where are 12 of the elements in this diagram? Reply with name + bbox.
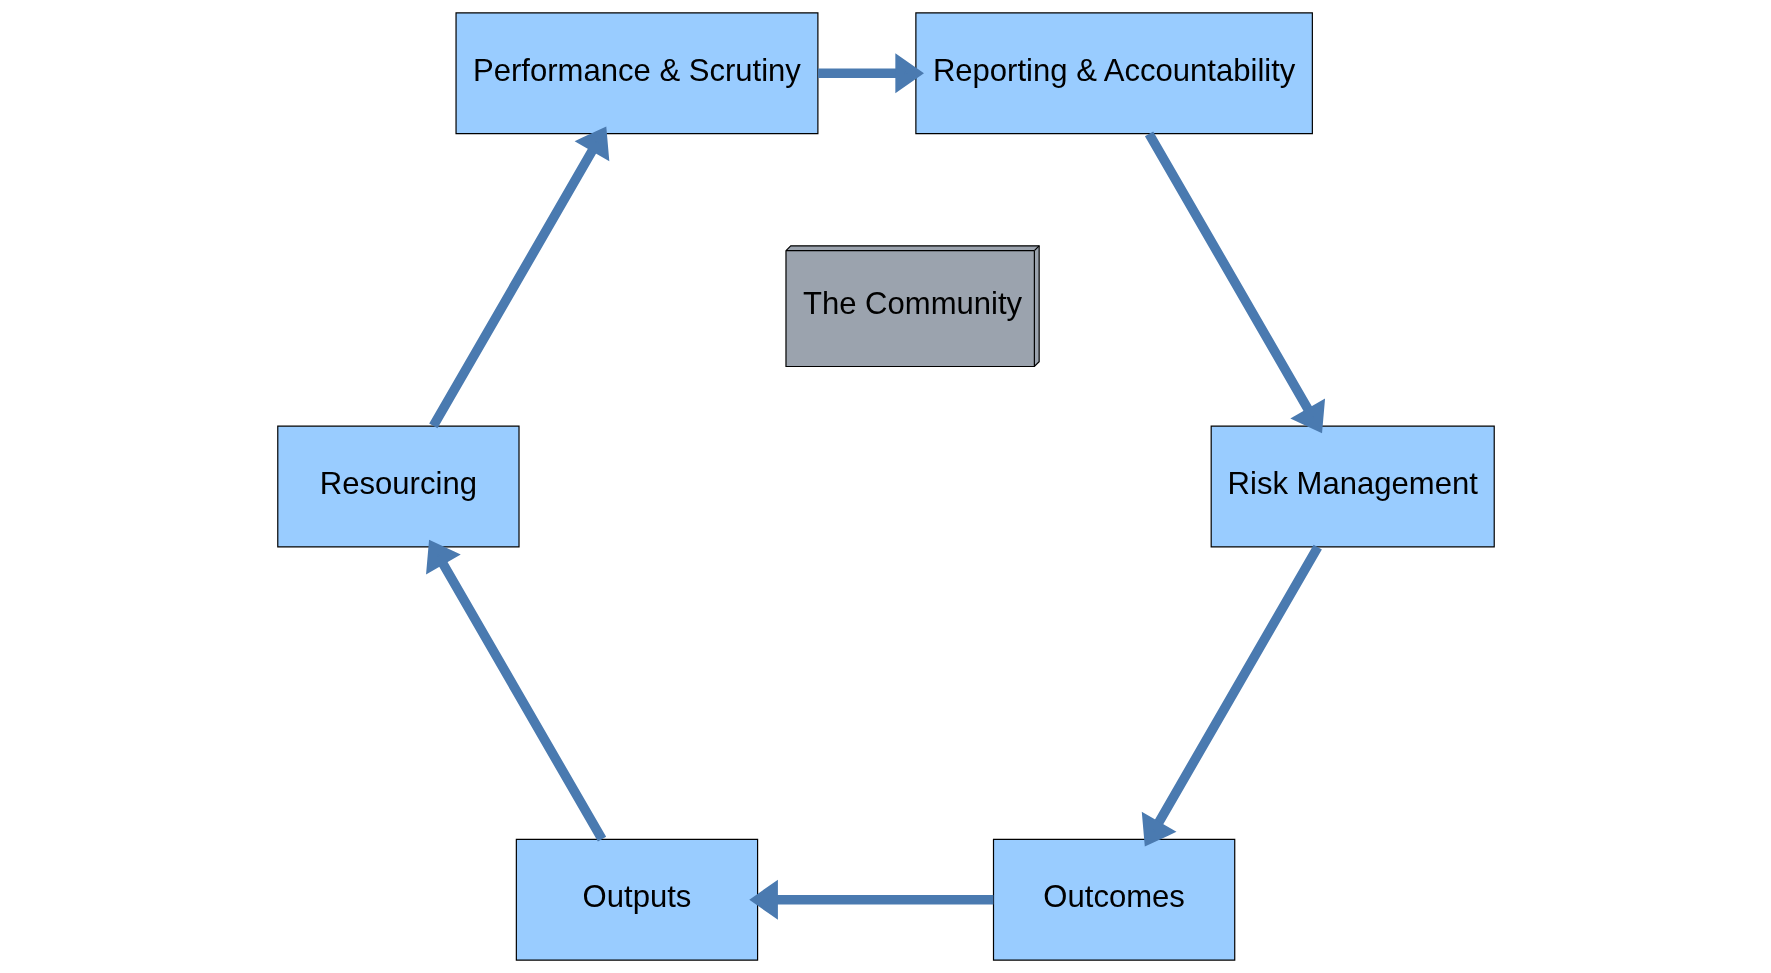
arrow [425,539,606,842]
node-box: Reporting & Accountability [914,12,1313,135]
arrow [748,879,993,920]
arrow [1141,544,1322,847]
arrow [428,126,609,429]
node-box: Resourcing [276,425,520,548]
arrow [1144,131,1325,434]
node-box: Risk Management [1210,425,1495,548]
node-box: Outcomes [992,838,1235,961]
node-box: Outputs [515,838,758,961]
node-box: Performance & Scrutiny [454,12,818,135]
arrow [817,53,924,94]
